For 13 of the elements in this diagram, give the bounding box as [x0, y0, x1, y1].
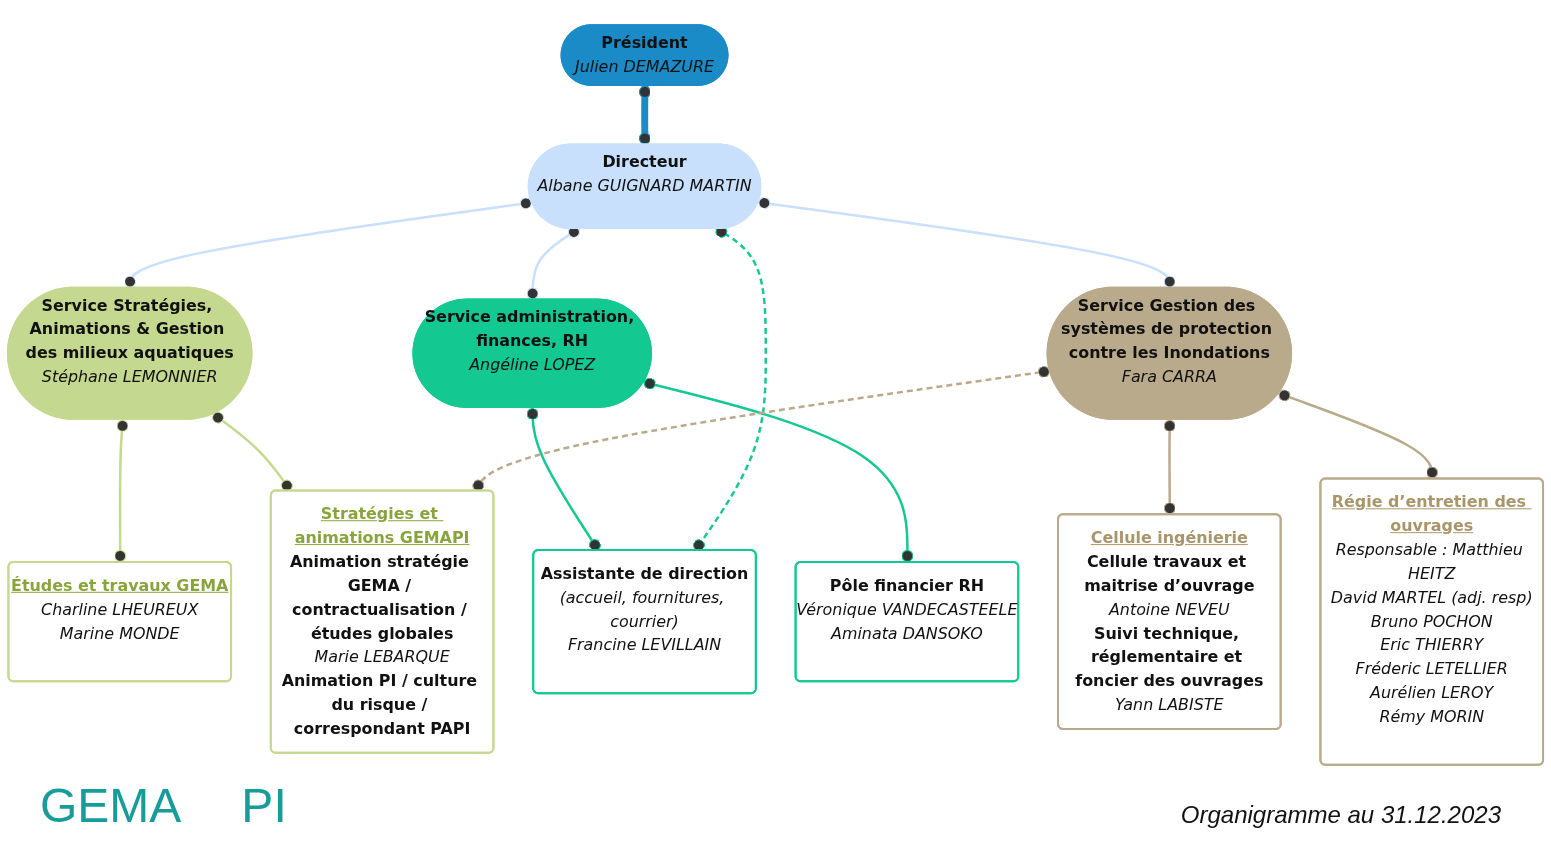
connector: [638, 85, 651, 146]
connector: [124, 197, 533, 289]
connector: [114, 419, 129, 563]
connector: [643, 377, 914, 563]
caption: Organigramme au 31.12.2023: [1180, 801, 1501, 829]
curved-arrow-label: GEMA: [40, 778, 182, 833]
connector: [526, 407, 601, 552]
curved-arrow-label: PI: [241, 778, 287, 833]
connector: [1163, 419, 1176, 515]
connector: [212, 411, 293, 492]
connector: [757, 197, 1176, 289]
connector: [1277, 389, 1439, 479]
connector: [472, 365, 1051, 492]
